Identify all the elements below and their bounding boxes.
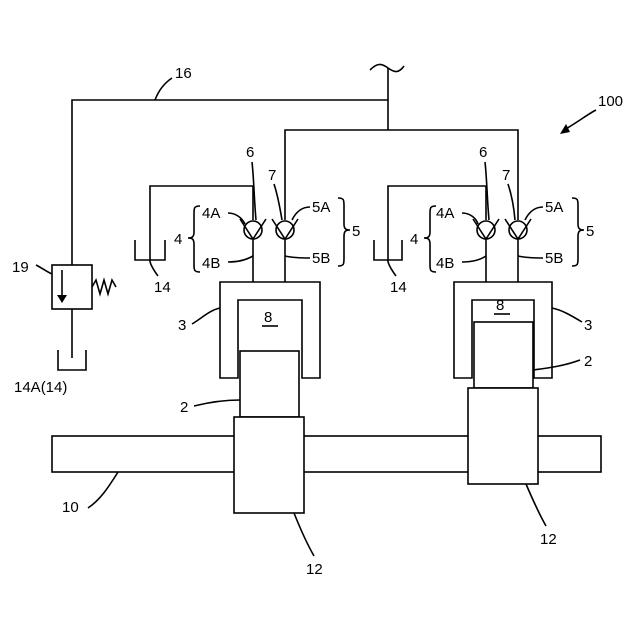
leader-7-right [508,184,515,220]
leader-12-left [294,513,314,556]
leader-16 [155,78,172,100]
label-12-right: 12 [540,531,557,548]
leader-5A-left [292,207,310,220]
label-3-right: 3 [584,317,592,334]
label-7-left: 7 [268,167,276,184]
leader-14-right [388,262,396,276]
label-12-left: 12 [306,561,323,578]
label-4A-right: 4A [436,205,454,222]
label-4-left: 4 [174,231,182,248]
label-14-right: 14 [390,279,407,296]
bracket-4-left [188,206,200,272]
leader-2-left [194,400,240,406]
check-valve-7-left [272,219,298,239]
leader-3-right [552,308,582,322]
leader-14-left [150,262,158,276]
supply-line [72,64,518,265]
label-8-left: 8 [264,309,272,326]
label-4A-left: 4A [202,205,220,222]
label-10: 10 [62,499,79,516]
bracket-5-left [338,198,350,266]
leader-10 [88,472,118,508]
label-3-left: 3 [178,317,186,334]
leader-4B-left [228,256,253,262]
label-4B-left: 4B [202,255,220,272]
leader-3-left [192,308,220,324]
leader-5A-right [525,207,543,220]
arrow-100-head [560,124,570,134]
label-5-left: 5 [352,223,360,240]
bracket-5-right [572,198,584,266]
leader-5B-left [285,256,310,258]
leader-7-left [274,184,282,220]
relief-valve [52,265,116,358]
label-4B-right: 4B [436,255,454,272]
label-7-right: 7 [502,167,510,184]
label-14-left: 14 [154,279,171,296]
label-16: 16 [175,65,192,82]
label-8-right: 8 [496,297,504,314]
label-5A-left: 5A [312,199,330,216]
label-100: 100 [598,93,623,110]
label-6-left: 6 [246,144,254,161]
label-5B-left: 5B [312,250,330,267]
bracket-4-right [424,206,436,272]
arrow-100-shaft [564,110,596,130]
label-2-left: 2 [180,399,188,416]
label-19: 19 [12,259,29,276]
label-5B-right: 5B [545,250,563,267]
leader-4B-right [462,256,486,262]
label-6-right: 6 [479,144,487,161]
label-4-right: 4 [410,231,418,248]
label-5-right: 5 [586,223,594,240]
leader-5B-right [518,256,543,258]
label-14A: 14A(14) [14,379,67,396]
leader-12-right [526,484,546,526]
leader-19 [36,265,52,274]
check-valve-7-right [505,219,531,239]
label-2-right: 2 [584,353,592,370]
label-5A-right: 5A [545,199,563,216]
